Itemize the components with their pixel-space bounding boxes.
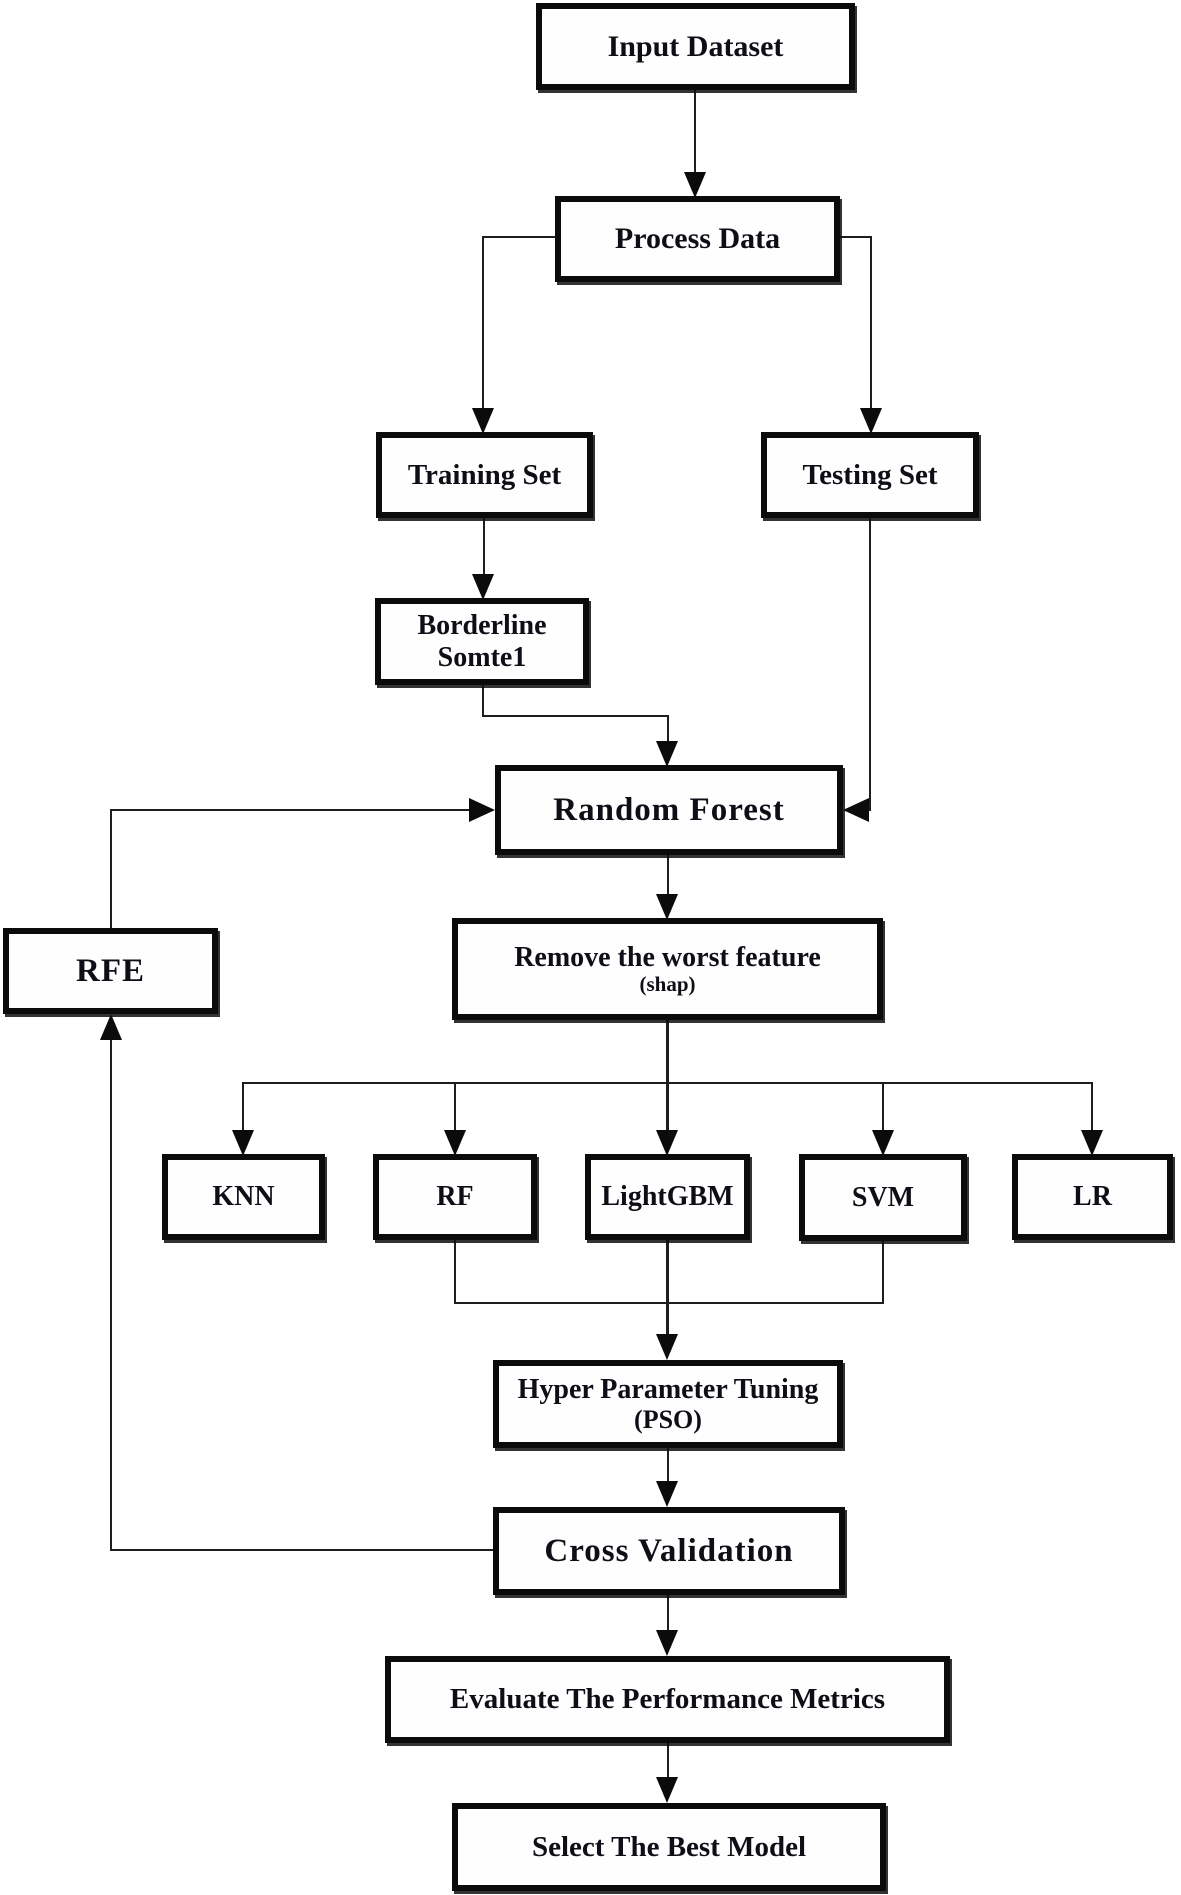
node-rfe: RFE	[3, 928, 218, 1014]
node-knn: KNN	[162, 1154, 325, 1240]
flow-line	[882, 1082, 884, 1130]
flow-line	[882, 1240, 884, 1304]
arrowhead	[843, 798, 869, 822]
arrowhead	[469, 798, 495, 822]
node-label: RF	[436, 1181, 474, 1213]
node-label: SVM	[851, 1181, 915, 1213]
arrowhead	[100, 1014, 122, 1040]
node-label-line2: Somte1	[437, 641, 527, 673]
flow-line	[482, 715, 669, 717]
node-label-line1: Hyper Parameter Tuning	[517, 1373, 819, 1405]
node-label: LR	[1073, 1181, 1112, 1213]
node-training-set: Training Set	[376, 432, 593, 518]
node-label: KNN	[212, 1181, 275, 1213]
node-input-dataset: Input Dataset	[536, 3, 855, 90]
node-label: Process Data	[614, 222, 781, 256]
flow-line	[482, 236, 484, 408]
flow-line	[869, 518, 871, 811]
flow-line	[838, 236, 872, 238]
flow-line	[242, 1082, 244, 1130]
node-remove-worst-feature: Remove the worst feature (shap)	[452, 918, 883, 1020]
flow-line	[667, 1595, 669, 1630]
node-borderline-smote: Borderline Somte1	[375, 598, 589, 685]
flow-line	[694, 90, 696, 172]
arrowhead	[872, 1130, 894, 1156]
node-lr: LR	[1012, 1154, 1173, 1240]
flow-line	[666, 1020, 669, 1083]
node-label: RFE	[76, 952, 145, 989]
arrowhead	[656, 1777, 678, 1803]
arrowhead	[444, 1130, 466, 1156]
arrowhead	[656, 1130, 678, 1156]
arrowhead	[684, 172, 706, 198]
node-label: Cross Validation	[544, 1532, 794, 1569]
arrowhead	[232, 1130, 254, 1156]
node-random-forest: Random Forest	[495, 765, 843, 855]
arrowhead	[1081, 1130, 1103, 1156]
node-label-line2: (PSO)	[634, 1405, 702, 1435]
arrowhead	[656, 894, 678, 920]
node-label: Evaluate The Performance Metrics	[449, 1683, 886, 1716]
node-process-data: Process Data	[555, 196, 840, 282]
arrowhead	[656, 1481, 678, 1507]
node-lightgbm: LightGBM	[585, 1154, 750, 1240]
flow-line	[870, 236, 872, 408]
node-rf: RF	[373, 1154, 537, 1240]
flow-line	[667, 855, 669, 894]
flow-line	[110, 809, 112, 928]
flow-line	[454, 1240, 456, 1304]
arrowhead	[860, 408, 882, 434]
node-label: Select The Best Model	[531, 1830, 807, 1863]
flow-line	[1091, 1082, 1093, 1130]
node-select-best-model: Select The Best Model	[452, 1803, 886, 1891]
node-label: Input Dataset	[607, 29, 784, 63]
node-label: Testing Set	[802, 458, 938, 491]
arrowhead	[656, 1630, 678, 1656]
flow-line	[666, 1240, 669, 1334]
node-label: LightGBM	[601, 1181, 734, 1213]
flow-line	[482, 236, 558, 238]
node-label: Training Set	[407, 458, 562, 491]
node-evaluate-metrics: Evaluate The Performance Metrics	[385, 1656, 950, 1743]
flow-line	[483, 518, 485, 574]
arrowhead	[656, 1334, 678, 1360]
node-svm: SVM	[799, 1154, 967, 1241]
flow-line	[667, 1743, 669, 1777]
flow-line	[110, 1549, 493, 1551]
node-cross-validation: Cross Validation	[493, 1507, 845, 1595]
flow-line	[667, 1448, 669, 1481]
arrowhead	[656, 741, 678, 767]
flow-line	[667, 715, 669, 741]
node-testing-set: Testing Set	[761, 432, 979, 518]
node-label-line1: Remove the worst feature	[514, 941, 821, 973]
node-hyper-parameter-tuning: Hyper Parameter Tuning (PSO)	[493, 1360, 843, 1448]
flow-line	[454, 1302, 884, 1304]
flow-line	[110, 1040, 112, 1551]
flow-line	[110, 809, 469, 811]
arrowhead	[472, 408, 494, 434]
node-label: Random Forest	[553, 791, 785, 828]
flow-line	[666, 1082, 669, 1130]
node-label-line2: (shap)	[639, 971, 696, 996]
node-label-line1: Borderline	[417, 610, 547, 642]
flow-line	[454, 1082, 456, 1130]
arrowhead	[472, 574, 494, 600]
flow-line	[482, 685, 484, 717]
